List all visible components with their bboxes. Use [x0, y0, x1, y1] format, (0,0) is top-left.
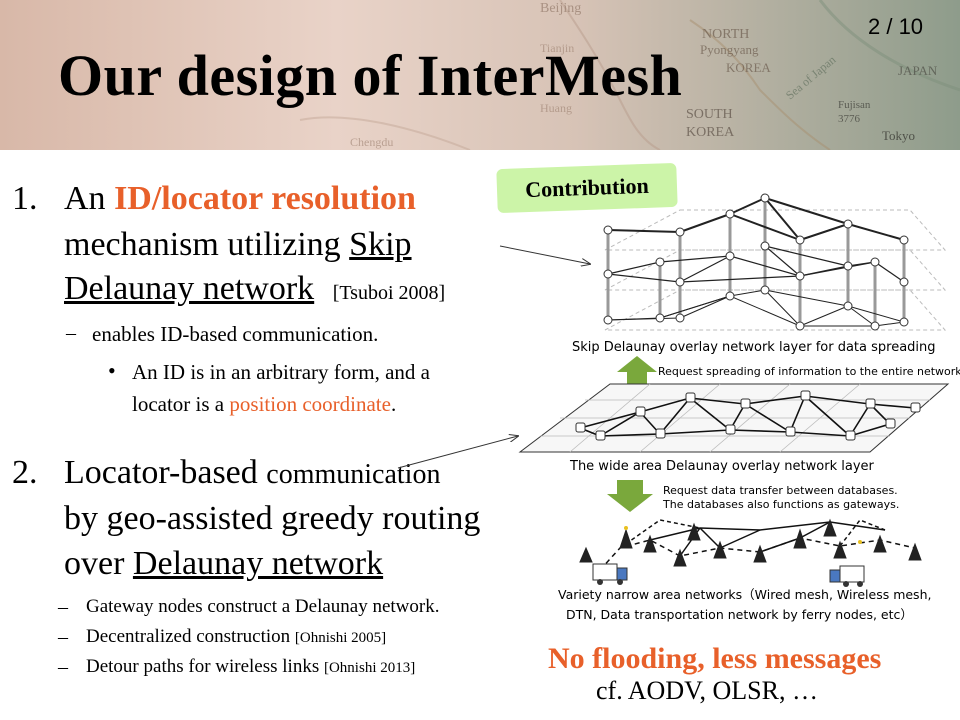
bullet2-cite: [Ohnishi 2005]	[294, 630, 387, 646]
map-label: Huang	[540, 101, 572, 115]
item1-detail-line2: locator is a position coordinate.	[132, 392, 396, 417]
arrow2-label-2: The databases also functions as gateways…	[663, 498, 900, 511]
caption-narrow-1: Variety narrow area networks（Wired mesh,…	[558, 587, 932, 602]
sub-dash: –	[58, 656, 68, 678]
item1-sub-bullet: enables ID-based communication.	[92, 322, 379, 346]
item2-bullet-3: Detour paths for wireless links [Ohnishi…	[86, 656, 415, 678]
caption-skip-delaunay: Skip Delaunay overlay network layer for …	[572, 340, 936, 355]
item2-line1-a: Locator-based	[64, 454, 267, 491]
sub-dash: –	[66, 322, 76, 344]
wide-area-layer	[518, 383, 950, 453]
caption-narrow-2: DTN, Data transportation network by ferr…	[566, 607, 913, 622]
sub-dash: –	[58, 596, 68, 618]
map-label: 3776	[838, 113, 861, 125]
arrow2-label-1: Request data transfer between databases.	[663, 484, 898, 497]
map-label: KOREA	[686, 125, 735, 140]
item1-number: 1.	[12, 180, 38, 217]
header-banner: Beijing NORTH Pyongyang KOREA JAPAN SOUT…	[0, 0, 960, 150]
map-label: Chengdu	[350, 135, 393, 149]
detail-highlight: position coordinate	[229, 392, 391, 416]
no-flooding-text: No flooding, less messages	[548, 642, 882, 675]
bullet2-text: Decentralized construction	[86, 626, 295, 647]
item2-line3: over Delaunay network	[64, 543, 383, 585]
map-label: KOREA	[726, 60, 771, 75]
bullet-dot: •	[108, 358, 116, 383]
narrow-area-networks	[579, 518, 922, 587]
caption-wide-area: The wide area Delaunay overlay network l…	[570, 459, 874, 474]
sub-dash: –	[58, 626, 68, 648]
page-title: Our design of InterMesh	[58, 43, 683, 108]
map-label: Tokyo	[882, 128, 915, 143]
delaunay-network-link[interactable]: Delaunay network	[132, 545, 384, 582]
map-label: Fujisan	[838, 99, 871, 111]
delaunay-link[interactable]: Delaunay network	[64, 270, 315, 307]
map-label: NORTH	[702, 27, 749, 42]
item2-bullet-2: Decentralized construction [Ohnishi 2005…	[86, 626, 386, 648]
item1-line2-pre: mechanism utilizing	[64, 226, 350, 263]
arrow1-label: Request spreading of information to the …	[658, 365, 960, 378]
item1-line2: mechanism utilizing Skip	[64, 224, 412, 266]
truck-icon	[829, 565, 865, 587]
item2-number: 2.	[12, 454, 38, 491]
item1-cite: [Tsuboi 2008]	[332, 282, 446, 304]
map-label: Beijing	[540, 1, 581, 16]
map-background: Beijing NORTH Pyongyang KOREA JAPAN SOUT…	[299, 0, 960, 150]
item1-line3: Delaunay network [Tsuboi 2008]	[64, 268, 445, 314]
detail-post: .	[390, 392, 397, 416]
item1-detail-line1: An ID is in an arbitrary form, and a	[132, 360, 430, 384]
truck-icon	[592, 563, 628, 585]
item2-bullet-1: Gateway nodes construct a Delaunay netwo…	[86, 596, 440, 617]
request-arrow-1	[617, 356, 657, 386]
cf-text: cf. AODV, OLSR, …	[596, 676, 818, 705]
bullet3-text: Detour paths for wireless links	[86, 656, 324, 677]
skip-delaunay-layers	[603, 193, 947, 331]
map-label: Pyongyang	[700, 42, 759, 57]
item2-line3-pre: over	[64, 545, 133, 582]
item2-line2: by geo-assisted greedy routing	[64, 500, 481, 537]
map-label: SOUTH	[686, 107, 733, 122]
pointer-arrow-1	[499, 245, 590, 264]
map-label: Tianjin	[540, 41, 574, 55]
item1-highlight: ID/locator resolution	[114, 180, 416, 217]
detail-pre: locator is a	[132, 392, 230, 416]
item1-line1: An ID/locator resolution	[64, 178, 416, 220]
skip-link[interactable]: Skip	[349, 226, 412, 263]
pointer-arrow-2	[397, 436, 518, 469]
item1-pre: An	[64, 180, 115, 217]
bullet3-cite: [Ohnishi 2013]	[323, 660, 416, 676]
map-label: JAPAN	[898, 63, 938, 78]
page-number: 2 / 10	[868, 14, 924, 39]
request-arrow-2	[607, 480, 653, 512]
